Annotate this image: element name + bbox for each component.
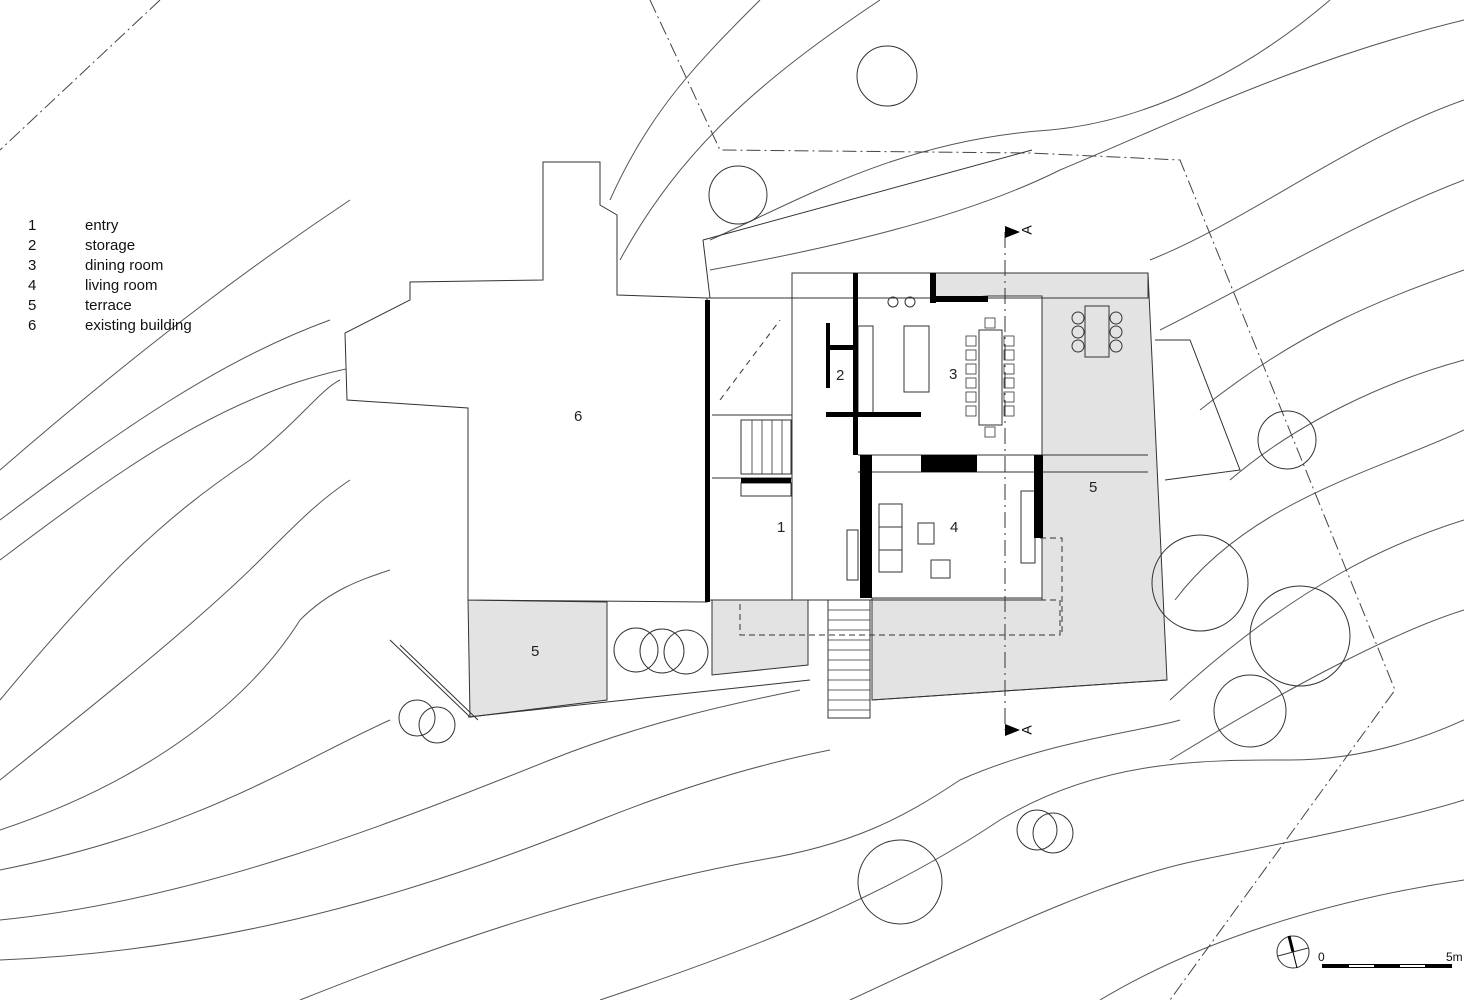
room-label-existing: 6 xyxy=(574,408,583,425)
legend-label: existing building xyxy=(85,317,192,334)
scale-end-label: 5m xyxy=(1446,950,1463,964)
room-label-terrace-south: 5 xyxy=(531,643,540,660)
legend: 1 entry 2 storage 3 dining room 4 living roo… xyxy=(28,216,192,336)
legend-label: terrace xyxy=(85,297,132,314)
section-label-bottom: A xyxy=(1018,725,1035,735)
legend-label: living room xyxy=(85,277,158,294)
section-line-a xyxy=(1004,226,1020,736)
legend-item: 3 dining room xyxy=(28,256,192,276)
legend-item: 2 storage xyxy=(28,236,192,256)
legend-item: 6 existing building xyxy=(28,316,192,336)
section-label-top: A xyxy=(1018,225,1035,235)
north-arrow xyxy=(1276,935,1310,969)
trees xyxy=(398,45,1351,925)
terrace-fills xyxy=(467,272,1168,718)
room-label-living: 4 xyxy=(950,519,959,536)
legend-number: 1 xyxy=(28,217,37,234)
room-label-dining: 3 xyxy=(949,366,958,383)
legend-label: entry xyxy=(85,217,119,234)
legend-number: 6 xyxy=(28,317,37,334)
room-label-terrace-east: 5 xyxy=(1089,479,1098,496)
legend-item: 1 entry xyxy=(28,216,192,236)
legend-number: 4 xyxy=(28,277,37,294)
legend-item: 5 terrace xyxy=(28,296,192,316)
room-label-storage: 2 xyxy=(836,367,845,384)
legend-item: 4 living room xyxy=(28,276,192,296)
room-label-entry: 1 xyxy=(777,519,786,536)
legend-number: 2 xyxy=(28,237,37,254)
legend-number: 5 xyxy=(28,297,37,314)
property-line xyxy=(0,0,1396,1000)
building-outlines xyxy=(344,149,1241,721)
legend-number: 3 xyxy=(28,257,37,274)
legend-label: dining room xyxy=(85,257,164,274)
legend-label: storage xyxy=(85,237,136,254)
scale-bar xyxy=(1322,964,1452,968)
walls xyxy=(705,273,1043,602)
scale-start-label: 0 xyxy=(1318,950,1325,964)
